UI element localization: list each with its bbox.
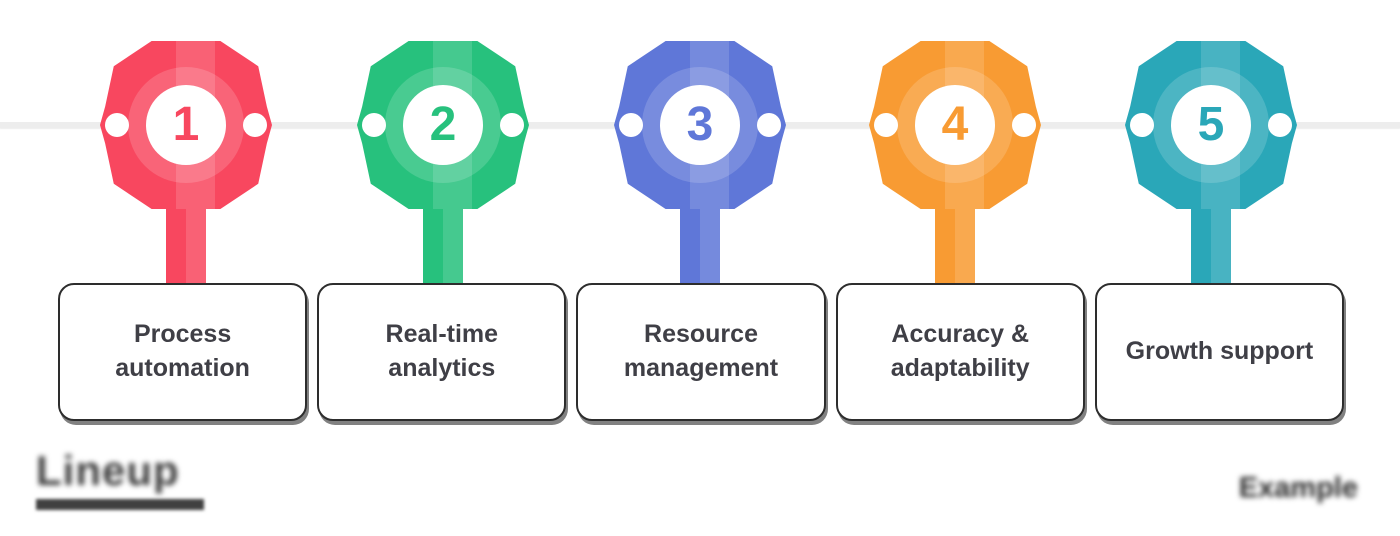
logo-text: Lineup (36, 447, 180, 494)
number-circle: 5 (1171, 85, 1251, 165)
timeline-dot (1012, 113, 1036, 137)
marker-badge: 2 (357, 41, 529, 209)
step-card-3: Resource management (576, 283, 826, 421)
watermark-text: Example (1238, 472, 1358, 504)
timeline-dot (1130, 113, 1154, 137)
number-circle: 3 (660, 85, 740, 165)
timeline-dot (105, 113, 129, 137)
step-label: Real-time analytics (385, 320, 499, 382)
timeline-marker-4: 4 (869, 41, 1041, 303)
step-card-1: Process automation (58, 283, 308, 421)
step-label: Accuracy & adaptability (890, 320, 1030, 382)
timeline-dot (619, 113, 643, 137)
timeline-dot (1268, 113, 1292, 137)
step-label: Resource management (623, 320, 779, 382)
step-cards-row: Process automation Real-time analytics R… (58, 283, 1345, 421)
timeline-marker-2: 2 (357, 41, 529, 303)
timeline-dot (500, 113, 524, 137)
step-number: 4 (941, 98, 969, 151)
timeline-dot (243, 113, 267, 137)
timeline-marker-5: 5 (1125, 41, 1297, 303)
step-card-5: Growth support (1094, 283, 1345, 421)
logo: Lineup (36, 450, 204, 510)
marker-badge: 4 (869, 41, 1041, 209)
number-circle: 1 (146, 85, 226, 165)
timeline-dot (874, 113, 898, 137)
timeline-dot (757, 113, 781, 137)
step-card-4: Accuracy & adaptability (835, 283, 1085, 421)
step-number: 5 (1197, 98, 1225, 151)
step-number: 2 (429, 98, 457, 151)
logo-underline (36, 499, 204, 510)
timeline-marker-1: 1 (100, 41, 272, 303)
step-label: Growth support (1125, 337, 1314, 366)
step-number: 1 (172, 98, 200, 151)
step-number: 3 (686, 98, 714, 151)
step-card-2: Real-time analytics (317, 283, 567, 421)
timeline-dot (362, 113, 386, 137)
timeline-marker-3: 3 (614, 41, 786, 303)
number-circle: 2 (403, 85, 483, 165)
step-label: Process automation (115, 320, 250, 382)
number-circle: 4 (915, 85, 995, 165)
